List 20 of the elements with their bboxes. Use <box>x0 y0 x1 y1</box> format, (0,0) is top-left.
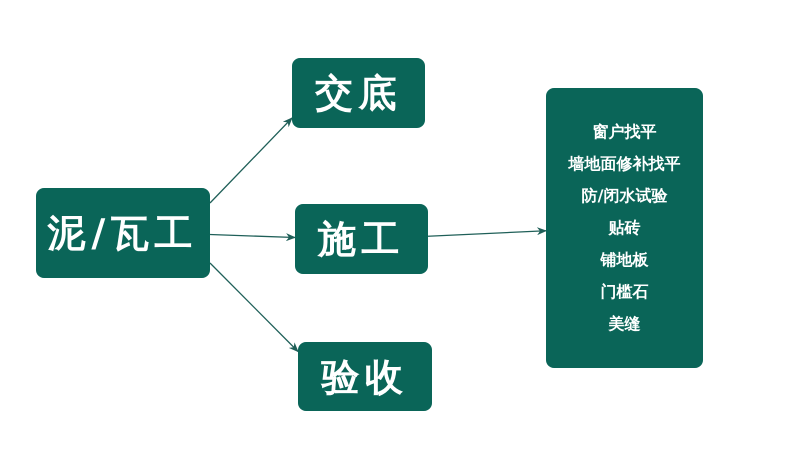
list-item: 贴砖 <box>608 218 640 238</box>
arrow <box>210 262 299 352</box>
arrow <box>210 117 293 204</box>
list-item: 美缝 <box>608 314 640 334</box>
process-box <box>295 204 428 274</box>
box-title: 验收 <box>321 358 409 396</box>
process-box <box>292 58 425 128</box>
task-list-box <box>546 88 703 368</box>
list-item: 门槛石 <box>600 282 648 302</box>
box-title: 泥/瓦工 <box>48 214 198 252</box>
list-item: 铺地板 <box>600 250 648 270</box>
box-title: 施工 <box>318 220 406 258</box>
arrow <box>428 227 547 237</box>
process-box <box>36 188 210 278</box>
list-item: 防/闭水试验 <box>582 186 668 206</box>
process-box <box>298 342 432 411</box>
list-item: 墙地面修补找平 <box>568 154 680 174</box>
list-item: 窗户找平 <box>592 122 656 142</box>
box-title: 交底 <box>314 74 402 112</box>
arrow <box>210 233 296 242</box>
